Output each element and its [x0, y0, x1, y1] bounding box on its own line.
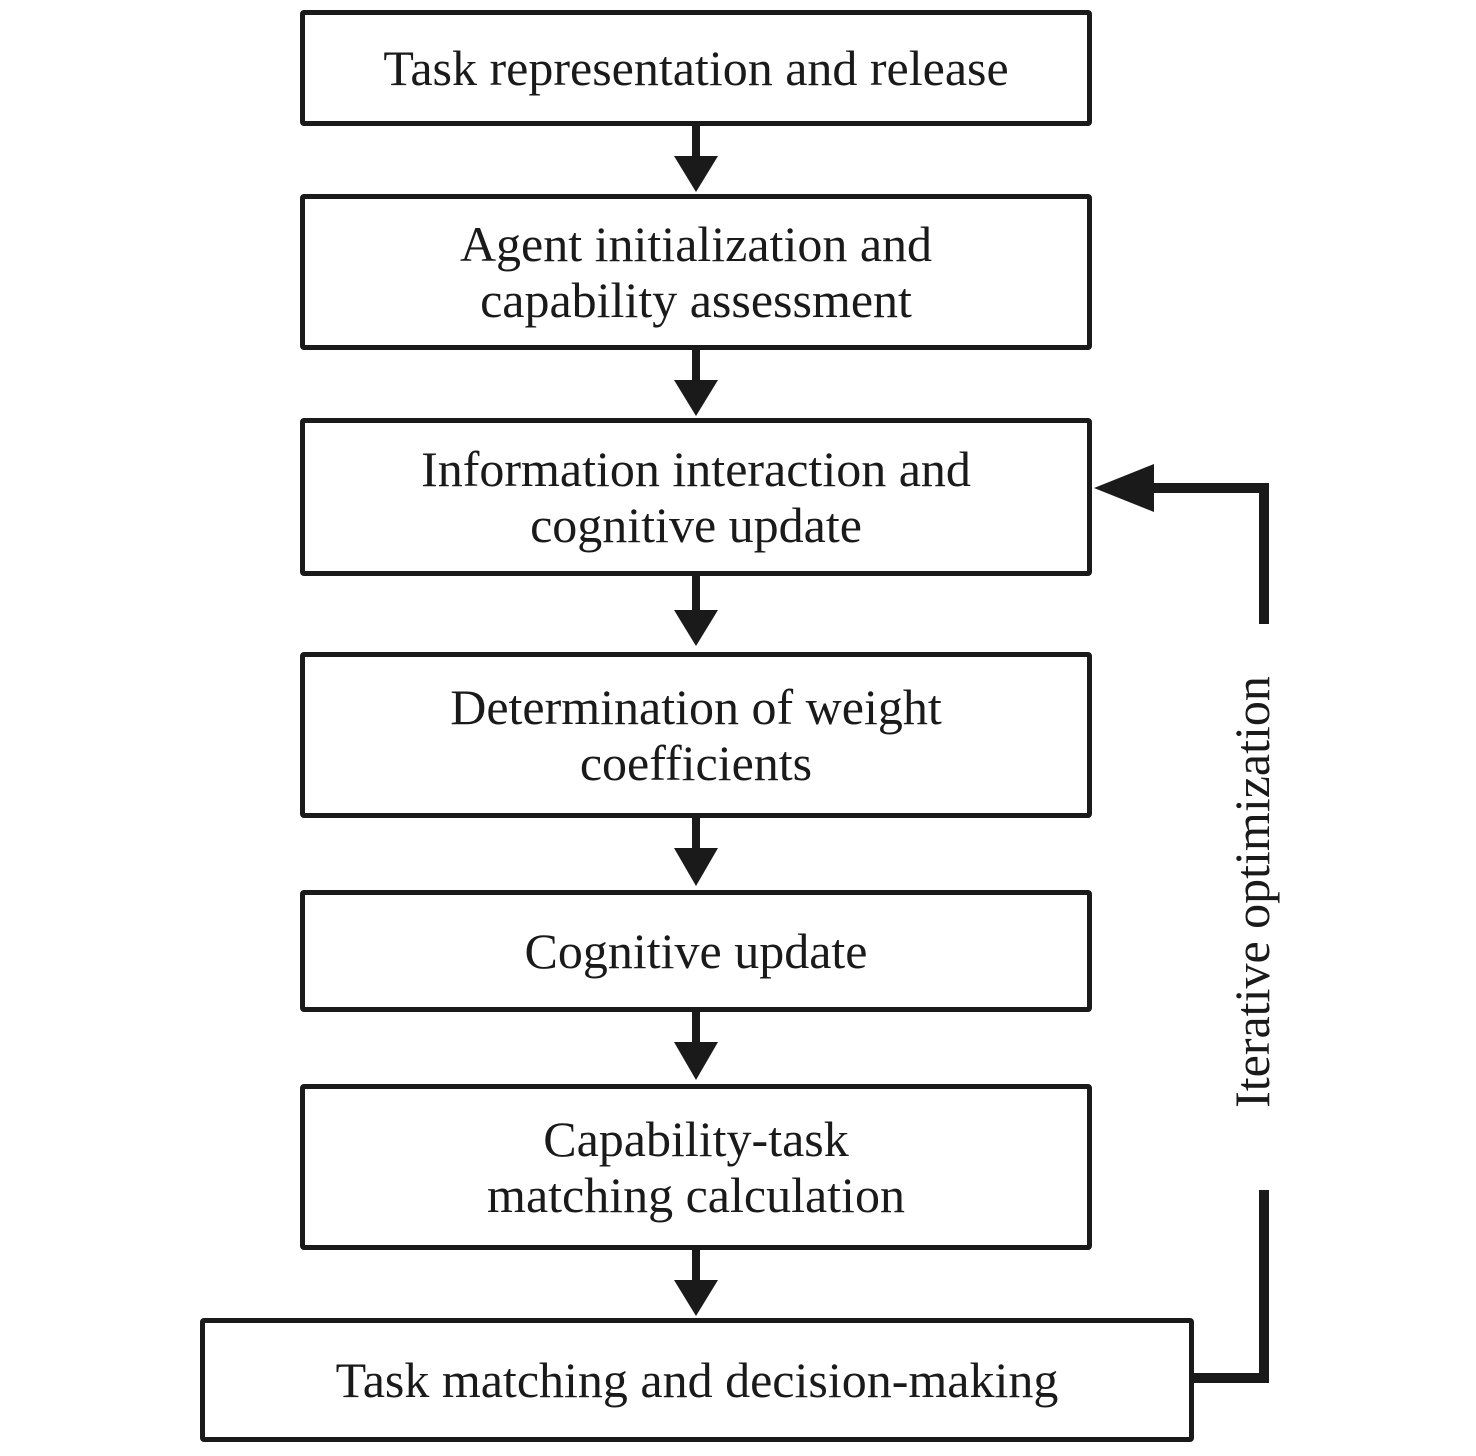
step-2-text-line-1: Agent initialization and: [459, 216, 933, 272]
arrow-1-to-2: [674, 126, 718, 192]
step-3-text-line-1: Information interaction and: [421, 441, 971, 497]
step-2-text-line-2: capability assessment: [480, 272, 912, 328]
step-6-text-line-2: matching calculation: [487, 1167, 905, 1223]
step-4-text-line-2: coefficients: [579, 735, 813, 791]
step-1-text: Task representation and release: [383, 40, 1009, 96]
step-agent-initialization: Agent initialization and capability asse…: [300, 194, 1092, 350]
step-7-text: Task matching and decision-making: [335, 1352, 1059, 1408]
step-6-text-line-1: Capability-task: [543, 1111, 849, 1167]
feedback-loop-arrow: [1094, 464, 1269, 1383]
step-task-representation: Task representation and release: [300, 10, 1092, 126]
step-weight-coefficients: Determination of weight coefficients: [300, 652, 1092, 818]
step-information-interaction: Information interaction and cognitive up…: [300, 418, 1092, 576]
arrow-3-to-4: [674, 576, 718, 646]
arrow-5-to-6: [674, 1012, 718, 1080]
iterative-optimization-label: Iterative optimization: [1224, 676, 1280, 1108]
arrow-6-to-7: [674, 1250, 718, 1316]
arrow-2-to-3: [674, 350, 718, 416]
step-task-matching-decision: Task matching and decision-making: [200, 1318, 1194, 1442]
step-4-text-line-1: Determination of weight: [450, 679, 942, 735]
step-capability-task-matching: Capability-task matching calculation: [300, 1084, 1092, 1250]
step-cognitive-update: Cognitive update: [300, 890, 1092, 1012]
step-5-text: Cognitive update: [524, 923, 868, 979]
step-3-text-line-2: cognitive update: [530, 497, 862, 553]
arrow-4-to-5: [674, 818, 718, 886]
